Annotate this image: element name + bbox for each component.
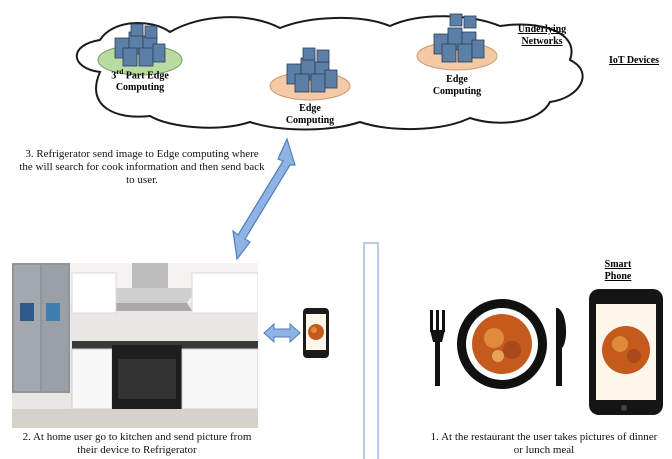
knife-icon <box>556 308 567 386</box>
step3-caption: 3. Refrigerator send image to Edge compu… <box>19 148 265 186</box>
underlying-networks-label: Underlying Networks <box>517 24 567 47</box>
third-party-edge-label: 3rd Part Edge Computing <box>111 68 169 94</box>
section-divider <box>363 242 379 459</box>
iot-devices-label: IoT Devices <box>608 55 660 66</box>
plate-setting <box>430 299 567 389</box>
smart-phone-label: Smart Phone <box>604 259 632 282</box>
phone-icon <box>589 289 663 415</box>
small-phone <box>302 307 330 359</box>
cloud-refrigerator-double-arrow <box>232 137 296 261</box>
server-cluster-icon <box>416 13 498 71</box>
smart-phone <box>588 288 664 416</box>
fork-icon <box>430 310 445 386</box>
edge-computing-right-label: Edge Computing <box>432 74 482 97</box>
step1-caption: 1. At the restaurant the user takes pict… <box>430 431 658 456</box>
kitchen-photo <box>12 263 258 428</box>
edge-computing-center-label: Edge Computing <box>285 103 335 126</box>
server-cluster-icon <box>97 23 183 76</box>
server-cluster-icon <box>269 47 351 101</box>
step2-caption: 2. At home user go to kitchen and send p… <box>22 431 252 456</box>
phone-icon <box>303 308 329 358</box>
edge-computing-node-center <box>265 40 355 104</box>
third-party-edge-computing-node <box>95 18 185 78</box>
kitchen-illustration <box>12 263 258 428</box>
edge-computing-node-right <box>412 8 502 72</box>
kitchen-phone-double-arrow <box>263 322 301 344</box>
